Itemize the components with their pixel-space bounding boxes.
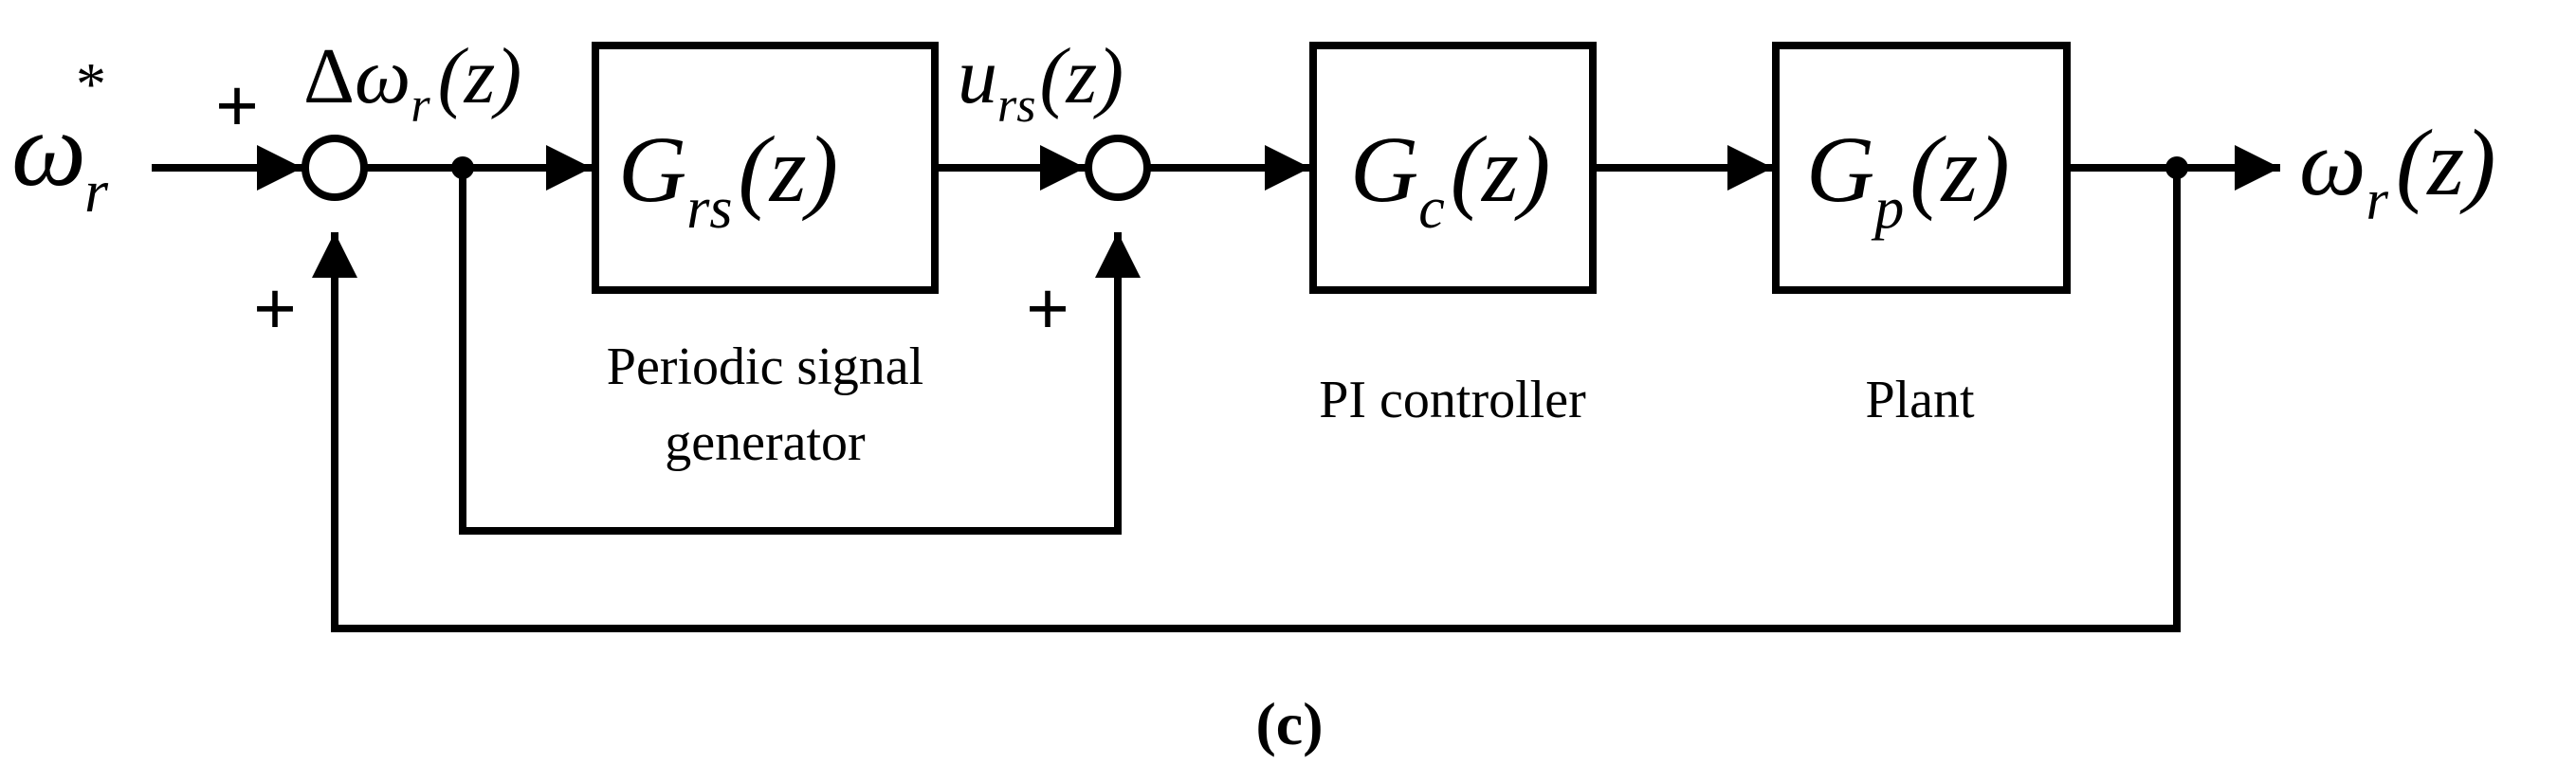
block-periodic-signal-generator <box>592 42 939 294</box>
block-pi-controller <box>1309 42 1597 294</box>
summing-junction-1 <box>301 135 368 201</box>
summing-junction-2 <box>1085 135 1151 201</box>
sum1-top-sign: + <box>215 64 259 147</box>
branch-point-output <box>2165 156 2188 179</box>
figure-caption: (c) <box>1255 690 1323 757</box>
gp-transfer-function: Gp(z) <box>1806 117 2010 241</box>
reference-signal-label: ωr <box>11 91 109 225</box>
reference-star: * <box>76 50 106 118</box>
plant-caption: Plant <box>1865 371 1975 429</box>
output-signal-label: ωr(z) <box>2299 110 2496 231</box>
psg-caption-line2: generator <box>665 413 866 472</box>
branch-point-error <box>451 156 474 179</box>
sum2-bottom-sign: + <box>1026 266 1069 350</box>
sum1-bottom-sign: + <box>253 266 297 350</box>
outer-feedback-path <box>312 168 2181 632</box>
pi-caption: PI controller <box>1319 371 1586 429</box>
gc-transfer-function: Gc(z) <box>1350 117 1550 241</box>
block-plant <box>1772 42 2071 294</box>
grs-transfer-function: Grs(z) <box>618 117 838 241</box>
error-signal-label: Δωr(z) <box>303 32 521 133</box>
inner-bypass-path <box>459 168 1141 535</box>
psg-caption-line1: Periodic signal <box>607 337 923 396</box>
control-signal-label: urs(z) <box>958 32 1124 133</box>
